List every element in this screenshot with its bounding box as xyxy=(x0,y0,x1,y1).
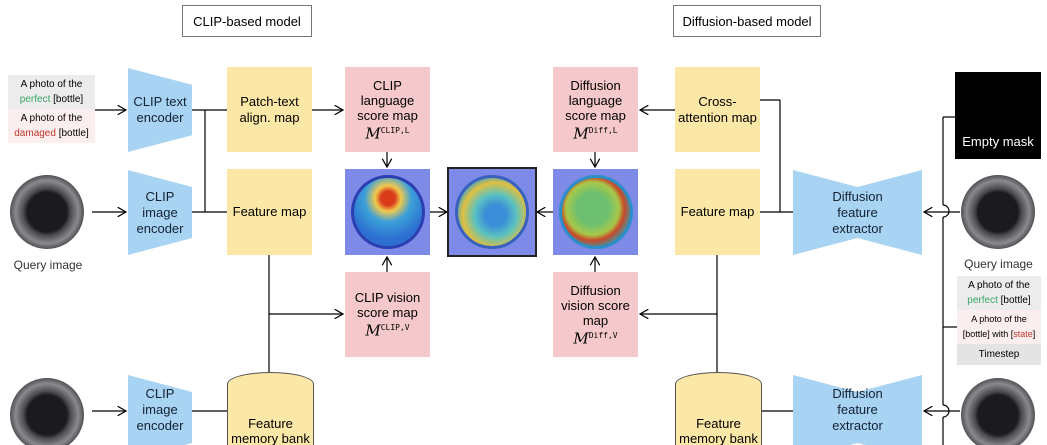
timestep: Timestep xyxy=(957,344,1041,365)
label: CLIP language score map xyxy=(357,77,418,123)
diffusion-vision-score-map: Diffusion vision score map MDiff,V xyxy=(553,272,638,357)
symbol: M xyxy=(573,124,589,143)
diffusion-feature-extractor: Diffusion feature extractor xyxy=(832,188,883,236)
superscript: Diff,V xyxy=(588,330,618,340)
bottom-diffusion-feature-extractor: Diffusion feature extractor xyxy=(832,386,883,433)
prompt-text: A photo of the xyxy=(20,79,83,90)
query-image-right xyxy=(961,175,1035,249)
prompt-class: [bottle] xyxy=(1000,295,1031,306)
empty-mask: Empty mask xyxy=(955,72,1041,159)
cross-attention-map: Cross-attention map xyxy=(675,67,760,152)
perfect-prompt: A photo of the perfect [bottle] xyxy=(8,75,95,109)
prompt-text: A photo of the xyxy=(20,113,83,124)
prompt-text: ] xyxy=(1032,329,1036,339)
patch-text-align-map: Patch-text align. map xyxy=(227,67,312,152)
query-image-left xyxy=(10,175,84,249)
perfect-prompt-right: A photo of the perfect [bottle] xyxy=(957,276,1041,310)
clip-language-score-map: CLIP language score map MCLIP,L xyxy=(345,67,430,152)
clip-heatmap xyxy=(345,169,430,255)
bottom-clip-image-encoder: CLIP image encoder xyxy=(136,386,184,433)
memory-image-right xyxy=(961,378,1035,445)
feature-map-left: Feature map xyxy=(227,169,312,255)
prompt-class: [bottle] xyxy=(58,128,89,139)
feature-memory-bank-right: Feature memory bank xyxy=(675,372,762,445)
diffusion-heatmap xyxy=(553,169,638,255)
prompt-state: perfect xyxy=(19,94,51,105)
label: Feature memory bank xyxy=(231,416,310,445)
clip-image-encoder-shape xyxy=(128,170,192,255)
prompt-state: perfect xyxy=(967,295,998,306)
state-prompt-right: A photo of the [bottle] with [state] xyxy=(957,310,1041,344)
symbol: M xyxy=(365,124,381,143)
symbol: M xyxy=(365,321,381,340)
superscript: CLIP,V xyxy=(380,323,410,333)
damaged-prompt: A photo of the damaged [bottle] xyxy=(8,109,95,143)
prompt-text: [bottle] with [ xyxy=(962,329,1014,339)
feature-memory-bank-left: Feature memory bank xyxy=(227,372,314,445)
prompt-class: [bottle] xyxy=(53,94,84,105)
label: Feature memory bank xyxy=(679,416,758,445)
prompt-text: A photo of the xyxy=(971,314,1027,324)
label: CLIP vision score map xyxy=(354,290,421,321)
memory-image-left xyxy=(10,378,84,445)
query-image-caption: Query image xyxy=(13,258,83,272)
clip-model-title: CLIP-based model xyxy=(182,5,312,37)
superscript: Diff,L xyxy=(588,125,618,135)
query-image-caption-right: Query image xyxy=(964,257,1033,271)
prompt-state: damaged xyxy=(14,128,56,139)
clip-vision-score-map: CLIP vision score map MCLIP,V xyxy=(345,272,430,357)
diffusion-model-title: Diffusion-based model xyxy=(673,5,821,37)
label: Diffusion language score map xyxy=(565,77,626,123)
superscript: CLIP,L xyxy=(380,125,410,135)
prompt-text: A photo of the xyxy=(968,280,1030,291)
diffusion-language-score-map: Diffusion language score map MDiff,L xyxy=(553,67,638,152)
clip-image-encoder: CLIP image encoder xyxy=(136,188,184,236)
prompt-state: state xyxy=(1013,329,1033,339)
clip-text-encoder: CLIP text encoder xyxy=(133,94,187,125)
symbol: M xyxy=(573,329,589,348)
feature-map-right: Feature map xyxy=(675,169,760,255)
label: Diffusion vision score map xyxy=(561,282,630,328)
combined-heatmap xyxy=(447,167,537,257)
